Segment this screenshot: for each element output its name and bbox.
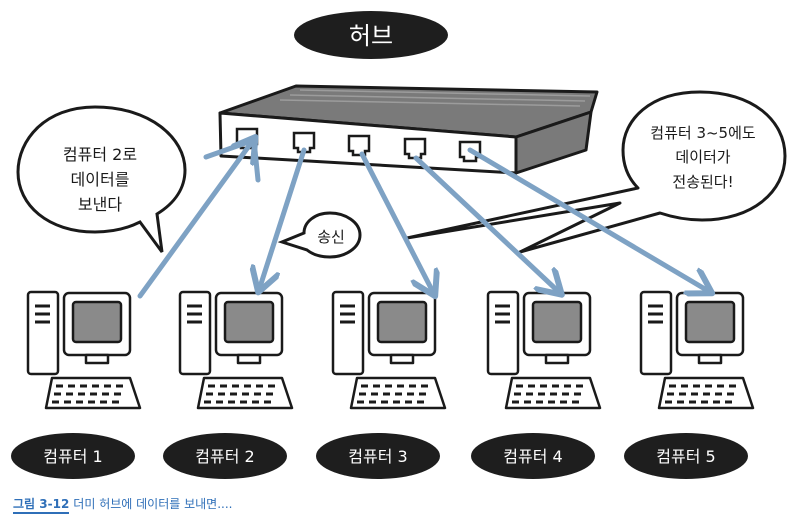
computer-label-1: 컴퓨터 1 [11, 433, 135, 479]
computer-label-3: 컴퓨터 3 [316, 433, 440, 479]
hub-bubble-line-2: 데이터가 [675, 148, 730, 166]
arrow-hub-to-pc2 [259, 147, 307, 290]
computer-3 [331, 290, 447, 410]
computer-label-text: 컴퓨터 3 [348, 447, 407, 466]
pc-tower [26, 290, 60, 376]
pc-screen [684, 300, 736, 344]
port-3 [347, 134, 371, 157]
data-flow-arrows [137, 136, 710, 299]
port-4 [403, 137, 427, 160]
hub-device [218, 84, 599, 175]
computer-label-text: 컴퓨터 2 [195, 447, 254, 466]
pc-tower [486, 290, 520, 376]
hub-speech-bubble: 컴퓨터 3~5에도 데이터가 전송된다! [405, 90, 787, 254]
computer-1 [26, 290, 142, 410]
pc-tower [178, 290, 212, 376]
arrow-hub-to-pc3 [359, 151, 434, 294]
pc-tower [639, 290, 673, 376]
pc-screen [376, 300, 428, 344]
caption-text: 더미 허브에 데이터를 보내면.... [73, 497, 233, 511]
computer-2 [178, 290, 294, 410]
hub-bubble-line-1: 컴퓨터 3~5에도 [650, 124, 756, 142]
pc-screen [223, 300, 275, 344]
pc-tower [331, 290, 365, 376]
computer-label-5: 컴퓨터 5 [624, 433, 748, 479]
hub-bubble-line-3: 전송된다! [672, 173, 733, 191]
computer-label-text: 컴퓨터 5 [656, 447, 715, 466]
arrow-pc1-head-lines [203, 136, 261, 183]
send-speech-bubble: 송신 [277, 211, 362, 259]
computer-5 [639, 290, 755, 410]
arrow-hub-to-pc5 [467, 147, 710, 292]
hub-title-pill: 허브 [294, 11, 448, 59]
computer-label-text: 컴퓨터 1 [43, 447, 102, 466]
arrow-pc1-to-hub [137, 139, 254, 299]
pc-screen [71, 300, 123, 344]
port-2 [292, 131, 316, 154]
computer-label-text: 컴퓨터 4 [503, 447, 562, 466]
pc-screen [531, 300, 583, 344]
computer-label-2: 컴퓨터 2 [163, 433, 287, 479]
caption-label: 그림 3-12 [13, 497, 70, 514]
hub-title: 허브 [349, 22, 393, 50]
computers [26, 290, 755, 410]
computer-label-4: 컴퓨터 4 [471, 433, 595, 479]
arrow-hub-to-pc4 [413, 155, 560, 293]
computer-labels: 컴퓨터 1 컴퓨터 2 컴퓨터 3 컴퓨터 4 컴퓨터 5 [11, 433, 748, 479]
sender-bubble-line-2: 데이터를 [71, 170, 130, 189]
send-bubble-label: 송신 [317, 228, 345, 246]
computer-4 [486, 290, 602, 410]
sender-speech-bubble: 컴퓨터 2로 데이터를 보낸다 [16, 105, 187, 253]
sender-bubble-line-3: 보낸다 [78, 195, 122, 214]
sender-bubble-line-1: 컴퓨터 2로 [63, 145, 137, 164]
